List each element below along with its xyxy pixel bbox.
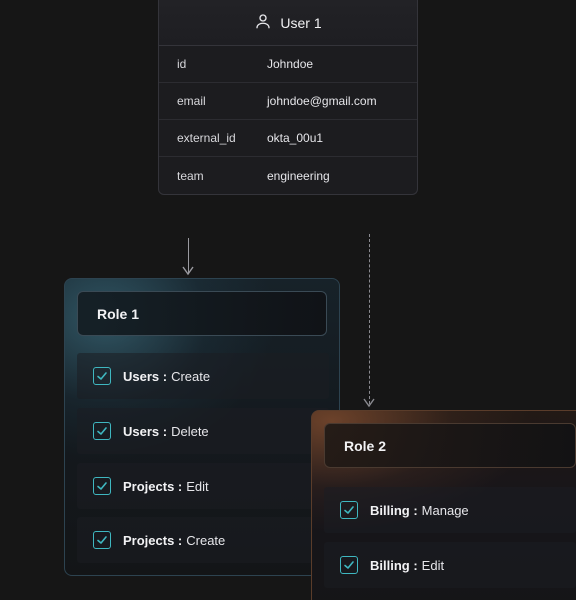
checkbox[interactable] — [340, 501, 358, 519]
permission-action: Create — [171, 368, 211, 384]
permission-row[interactable]: Billing :Edit — [324, 542, 576, 588]
permission-resource: Projects : — [123, 478, 183, 494]
checkbox[interactable] — [340, 556, 358, 574]
attribute-value: johndoe@gmail.com — [267, 94, 377, 108]
permission-resource: Users : — [123, 423, 168, 439]
role-1-header: Role 1 — [77, 291, 327, 336]
permission-resource: Billing : — [370, 502, 418, 518]
role-2-header: Role 2 — [324, 423, 576, 468]
user-attribute-row: external_id okta_00u1 — [159, 120, 417, 157]
user-card: User 1 id Johndoe email johndoe@gmail.co… — [158, 0, 418, 195]
arrow-down-icon — [182, 266, 194, 276]
role-2-card: Role 2 Billing :Manage Billing :Edit — [311, 410, 576, 600]
user-icon — [254, 12, 272, 33]
checkbox[interactable] — [93, 367, 111, 385]
user-attribute-row: email johndoe@gmail.com — [159, 83, 417, 120]
permission-row[interactable]: Projects :Create — [77, 517, 329, 563]
dashed-connector-line — [369, 234, 370, 404]
permission-row[interactable]: Users :Create — [77, 353, 329, 399]
attribute-key: external_id — [177, 131, 236, 145]
permission-row[interactable]: Users :Delete — [77, 408, 329, 454]
attribute-value: okta_00u1 — [267, 131, 324, 145]
check-icon — [97, 372, 107, 380]
user-card-title: User 1 — [280, 14, 322, 31]
user-attribute-row: id Johndoe — [159, 46, 417, 83]
attribute-value: Johndoe — [267, 57, 314, 71]
permission-row[interactable]: Projects :Edit — [77, 463, 329, 509]
user-attribute-row: team engineering — [159, 157, 417, 194]
permission-row[interactable]: Billing :Manage — [324, 487, 576, 533]
attribute-key: team — [177, 168, 204, 183]
solid-connector-line — [188, 238, 189, 274]
checkbox[interactable] — [93, 531, 111, 549]
check-icon — [97, 427, 107, 435]
check-icon — [344, 561, 354, 569]
permission-resource: Users : — [123, 368, 168, 384]
check-icon — [97, 536, 107, 544]
attribute-value: engineering — [267, 168, 330, 183]
permission-action: Manage — [421, 502, 469, 518]
permission-action: Edit — [421, 557, 445, 573]
user-card-header: User 1 — [159, 0, 417, 46]
arrow-down-icon — [363, 398, 375, 408]
permission-action: Delete — [171, 423, 209, 439]
check-icon — [97, 482, 107, 490]
role-1-card: Role 1 Users :Create Users :Delete Proje… — [64, 278, 340, 576]
attribute-key: id — [177, 57, 187, 71]
checkbox[interactable] — [93, 422, 111, 440]
permission-action: Create — [186, 532, 226, 548]
attribute-key: email — [177, 94, 206, 108]
permission-resource: Billing : — [370, 557, 418, 573]
check-icon — [344, 506, 354, 514]
permission-resource: Projects : — [123, 532, 183, 548]
checkbox[interactable] — [93, 477, 111, 495]
permission-action: Edit — [186, 478, 209, 494]
